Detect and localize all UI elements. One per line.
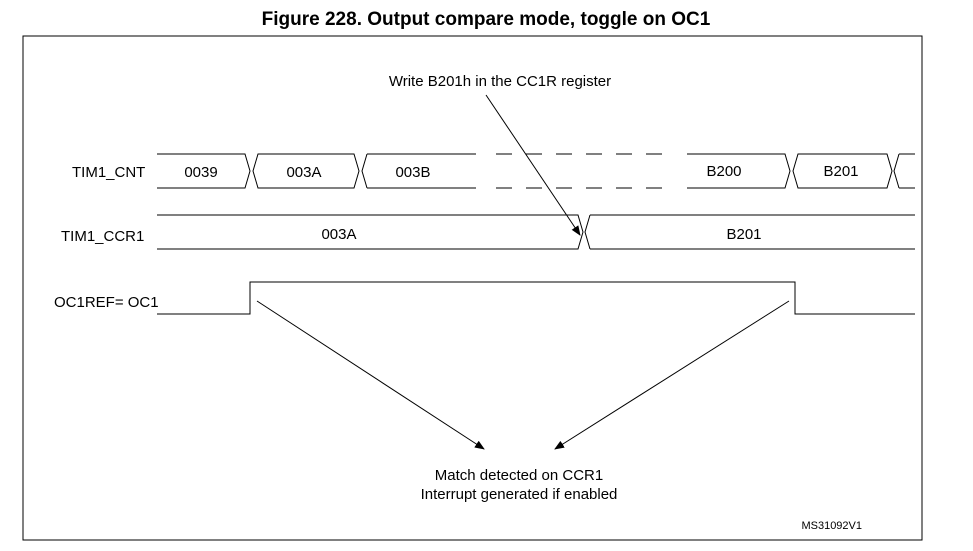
signal-label-oc: OC1REF= OC1 xyxy=(54,294,159,311)
oc1ref-waveform xyxy=(157,281,915,315)
figure-id: MS31092V1 xyxy=(801,520,862,532)
signal-label-cnt: TIM1_CNT xyxy=(72,164,145,181)
write-arrow xyxy=(485,94,581,236)
cnt-value-1: 003A xyxy=(286,164,321,181)
write-annotation: Write B201h in the CC1R register xyxy=(389,73,611,90)
ccr-value-0: 003A xyxy=(321,226,356,243)
signal-label-ccr: TIM1_CCR1 xyxy=(61,228,144,245)
figure-frame xyxy=(22,35,923,541)
match-annotation-line1: Match detected on CCR1 xyxy=(435,467,603,484)
ccr-value-1: B201 xyxy=(726,226,761,243)
cnt-value-0: 0039 xyxy=(184,164,217,181)
match-annotation-line2: Interrupt generated if enabled xyxy=(421,486,618,503)
match-arrow-right xyxy=(554,300,790,450)
match-arrow-left xyxy=(256,300,485,450)
cnt-value-2: 003B xyxy=(395,164,430,181)
figure-title: Figure 228. Output compare mode, toggle … xyxy=(262,9,711,30)
cnt-bus xyxy=(157,153,915,189)
cnt-value-4: B201 xyxy=(823,163,858,180)
cnt-value-3: B200 xyxy=(706,163,741,180)
ccr-bus xyxy=(157,214,915,250)
